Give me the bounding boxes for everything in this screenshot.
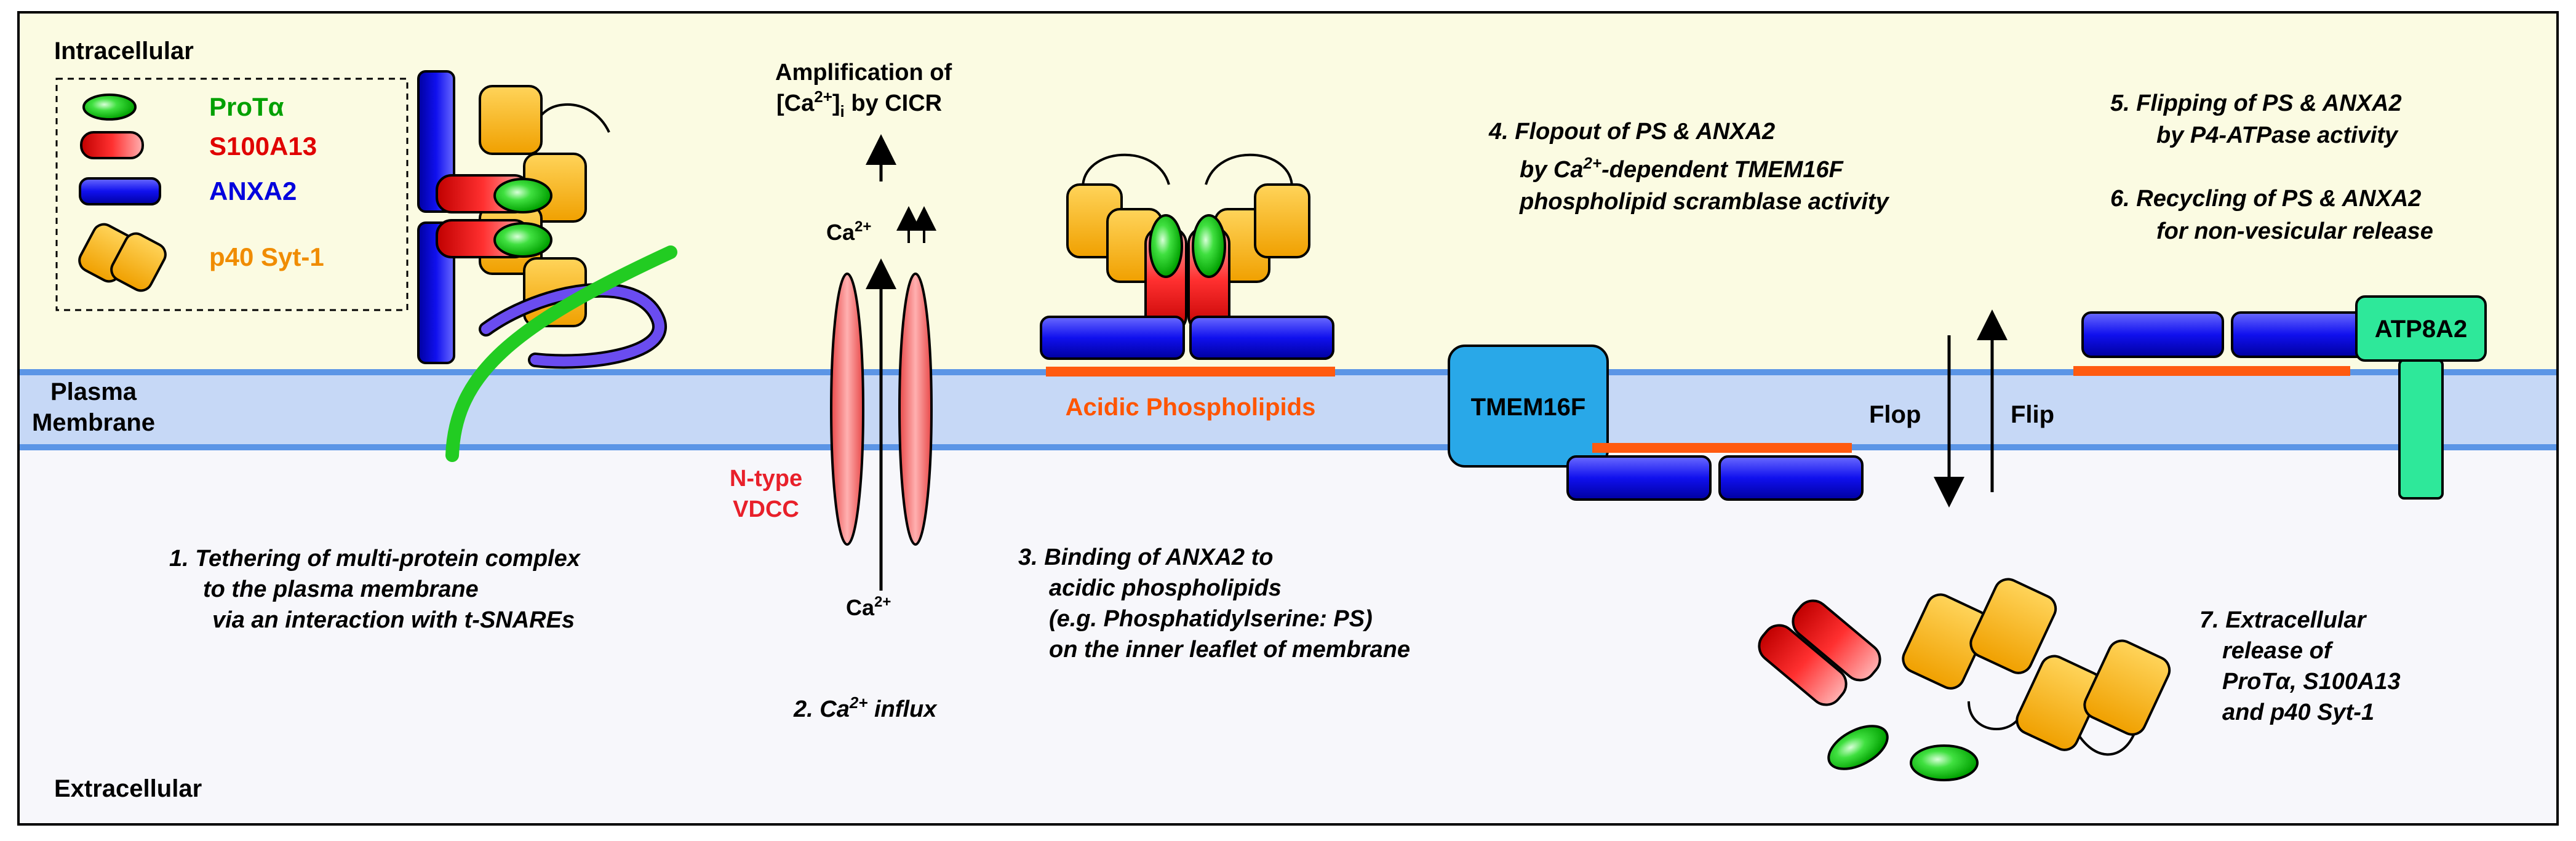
atp8a2-label: ATP8A2 bbox=[2375, 316, 2467, 343]
legend-label-s100a13: S100A13 bbox=[209, 132, 317, 161]
ca-up-label: Ca2+ bbox=[826, 218, 871, 245]
svg-text:by Ca2+-dependent TMEM16F: by Ca2+-dependent TMEM16F bbox=[1520, 154, 1844, 183]
flipped-anxa2-2 bbox=[2231, 311, 2374, 358]
svg-text:ProTα, S100A13: ProTα, S100A13 bbox=[2222, 669, 2401, 695]
svg-text:for non-vesicular release: for non-vesicular release bbox=[2156, 218, 2433, 244]
vdcc-label-line1: N-type bbox=[730, 466, 802, 492]
membrane-label-line2: Membrane bbox=[32, 409, 155, 436]
svg-text:and p40 Syt-1: and p40 Syt-1 bbox=[2222, 700, 2374, 725]
step-5-text: 5. Flipping of PS & ANXA2 by P4-ATPase a… bbox=[2110, 90, 2402, 148]
legend-prota-symbol bbox=[82, 94, 137, 121]
legend-anxa2-symbol bbox=[79, 177, 161, 205]
acidic-phospholipids-label: Acidic Phospholipids bbox=[1066, 394, 1316, 421]
released-proteins bbox=[1758, 578, 2171, 781]
svg-text:(e.g. Phosphatidylserine: PS): (e.g. Phosphatidylserine: PS) bbox=[1049, 606, 1373, 632]
legend-s100a13-symbol bbox=[80, 131, 144, 159]
svg-text:3. Binding of ANXA2 to: 3. Binding of ANXA2 to bbox=[1018, 544, 1273, 570]
extracellular-region bbox=[18, 394, 2558, 824]
intracellular-label: Intracellular bbox=[54, 38, 194, 65]
svg-text:5. Flipping of PS & ANXA2: 5. Flipping of PS & ANXA2 bbox=[2110, 90, 2402, 116]
legend-label-prota: ProTα bbox=[209, 92, 284, 121]
svg-text:via an interaction with t-SNAR: via an interaction with t-SNAREs bbox=[212, 607, 575, 633]
anxa2-phospholipid-complex bbox=[1040, 153, 1335, 377]
svg-text:1. Tethering of multi-protein: 1. Tethering of multi-protein complex bbox=[169, 546, 581, 572]
flipped-phospholipid-patch bbox=[2073, 366, 2350, 376]
svg-text:release of: release of bbox=[2222, 638, 2334, 664]
svg-text:to the plasma membrane: to the plasma membrane bbox=[203, 576, 479, 602]
acidic-phospholipid-patch bbox=[1046, 367, 1335, 377]
atp8a2-stem bbox=[2398, 359, 2444, 500]
membrane-outer-leaflet bbox=[18, 444, 2558, 450]
svg-text:7. Extracellular: 7. Extracellular bbox=[2199, 607, 2367, 633]
svg-text:4. Flopout of PS & ANXA2: 4. Flopout of PS & ANXA2 bbox=[1488, 119, 1775, 145]
flopped-anxa2-2 bbox=[1718, 455, 1864, 501]
step-1-text: 1. Tethering of multi-protein complex to… bbox=[169, 546, 581, 633]
legend-syt1-symbol bbox=[78, 223, 167, 292]
flip-label: Flip bbox=[2011, 401, 2054, 428]
ca-influx-label: Ca2+ bbox=[846, 594, 891, 620]
flopped-phospholipid-patch bbox=[1592, 443, 1852, 453]
amplification-line2: [Ca2+]i by CICR bbox=[776, 87, 942, 121]
atp8a2-head bbox=[2355, 295, 2487, 362]
flipped-anxa2-1 bbox=[2081, 311, 2224, 358]
membrane-label-line1: Plasma bbox=[50, 378, 137, 405]
diagram-border bbox=[17, 11, 2559, 826]
legend-label-syt1: p40 Syt-1 bbox=[209, 242, 324, 271]
vdcc-label-line2: VDCC bbox=[733, 496, 799, 522]
svg-text:by P4-ATPase activity: by P4-ATPase activity bbox=[2156, 122, 2399, 148]
svg-text:6. Recycling of PS & ANXA2: 6. Recycling of PS & ANXA2 bbox=[2110, 186, 2421, 212]
flopped-anxa2-1 bbox=[1566, 455, 1712, 501]
step-4-text: 4. Flopout of PS & ANXA2 by Ca2+-depende… bbox=[1488, 119, 1890, 215]
extracellular-label: Extracellular bbox=[54, 775, 202, 802]
tethered-complex bbox=[417, 70, 677, 462]
tmem16f-protein bbox=[1448, 345, 1609, 468]
legend-label-anxa2: ANXA2 bbox=[209, 177, 297, 205]
amplification-line1: Amplification of bbox=[775, 60, 952, 86]
step-6-text: 6. Recycling of PS & ANXA2 for non-vesic… bbox=[2110, 186, 2433, 244]
tmem16f-label: TMEM16F bbox=[1471, 394, 1586, 421]
legend-box bbox=[55, 78, 409, 311]
step-3-text: 3. Binding of ANXA2 to acidic phospholip… bbox=[1018, 544, 1410, 663]
plasma-membrane bbox=[18, 369, 2558, 449]
step-7-text: 7. Extracellular release of ProTα, S100A… bbox=[2199, 607, 2401, 725]
svg-text:acidic phospholipids: acidic phospholipids bbox=[1049, 575, 1282, 601]
svg-text:phospholipid scramblase activi: phospholipid scramblase activity bbox=[1519, 189, 1890, 215]
flop-label: Flop bbox=[1869, 401, 1921, 428]
step-2-text: 2. Ca2+ influx bbox=[793, 693, 938, 722]
vdcc-channel bbox=[830, 273, 933, 546]
legend: ProTα S100A13 ANXA2 p40 Syt-1 bbox=[55, 78, 409, 311]
svg-text:on the inner leaflet of membra: on the inner leaflet of membrane bbox=[1049, 637, 1410, 663]
